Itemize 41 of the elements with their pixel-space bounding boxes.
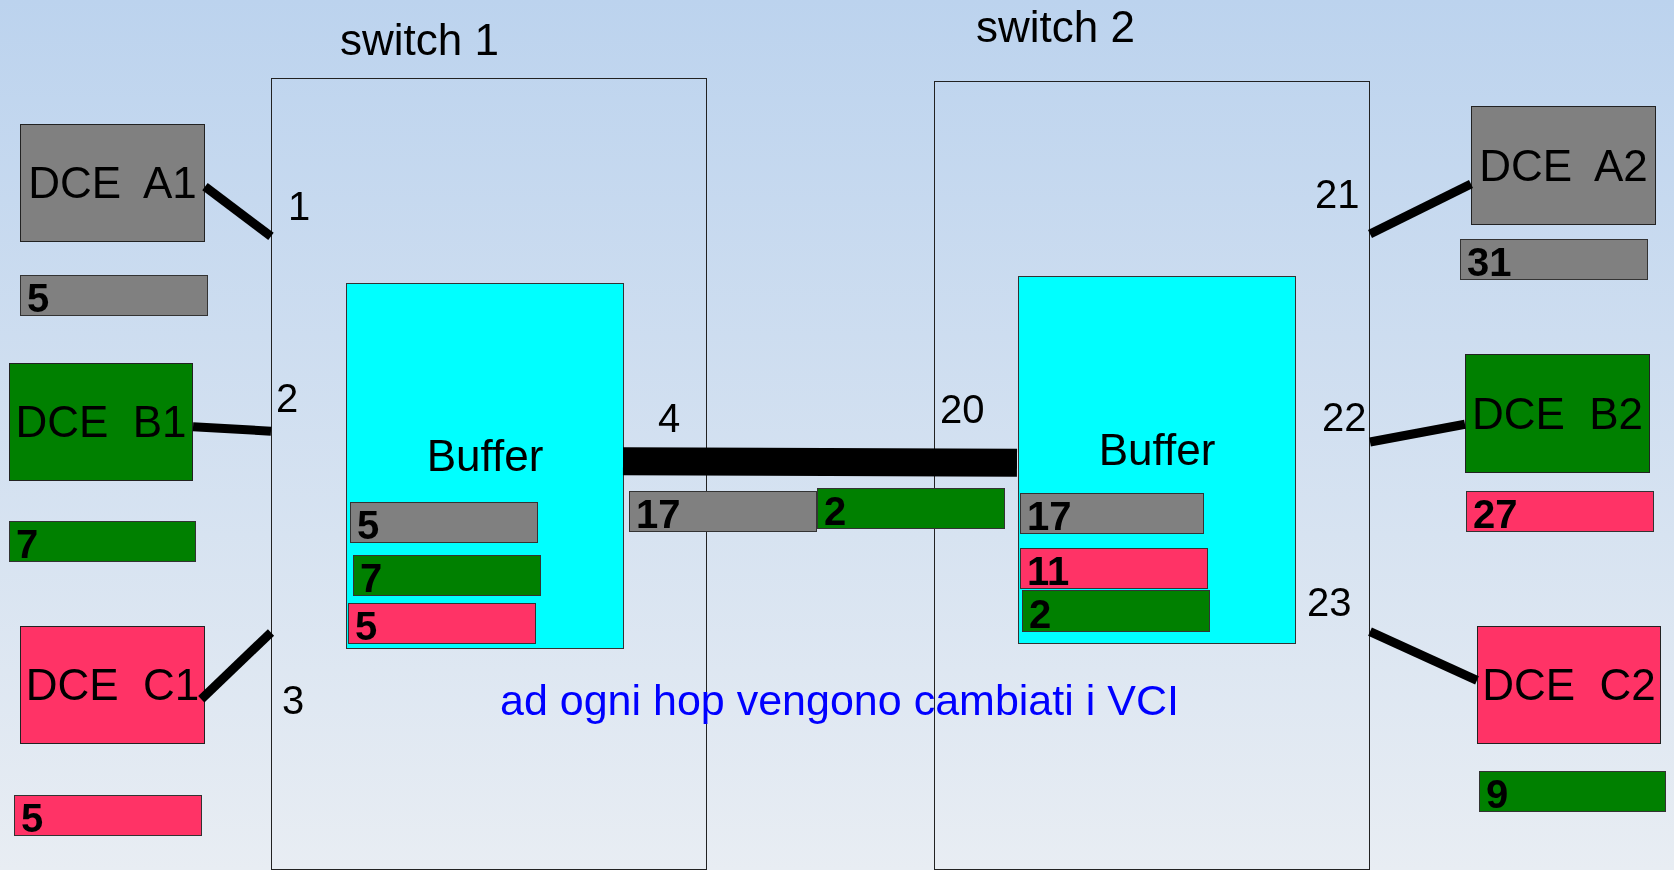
device-box: DCE C1 [20,626,205,744]
vci-bar: 17 [629,491,817,532]
port-number: 4 [658,398,681,438]
port-number: 22 [1322,397,1367,437]
switch-title: switch 1 [340,14,499,66]
link-line [622,447,1018,477]
buffer-label: Buffer [1097,428,1217,472]
link-line [1368,179,1473,239]
link-line [192,422,272,436]
switch-title: switch 2 [976,1,1135,53]
port-number: 2 [276,378,299,418]
port-number: 20 [940,389,985,429]
vci-bar: 9 [1479,771,1666,812]
port-number: 1 [288,186,311,226]
port-number: 23 [1307,582,1352,622]
vci-bar: 2 [817,488,1005,529]
link-line [1369,419,1466,447]
buffer-box [1018,276,1296,644]
port-number: 21 [1315,174,1360,214]
buffer-box [346,283,624,649]
vci-bar: 11 [1020,548,1208,589]
vci-bar: 17 [1020,493,1204,534]
vci-bar: 2 [1022,590,1210,632]
vci-bar: 31 [1460,239,1648,280]
device-box: DCE C2 [1477,626,1661,744]
buffer-label: Buffer [425,434,545,478]
device-box: DCE A2 [1471,106,1656,225]
vci-bar: 7 [353,555,541,596]
link-line [202,182,274,240]
vci-bar: 5 [348,603,536,644]
vci-bar: 5 [14,795,202,836]
link-line [1368,627,1479,685]
vci-bar: 7 [9,521,196,562]
device-box: DCE B1 [9,363,193,481]
port-number: 3 [282,680,305,720]
link-line [198,629,275,703]
vci-bar: 5 [350,502,538,543]
vci-bar: 5 [20,275,208,316]
device-box: DCE A1 [20,124,205,242]
device-box: DCE B2 [1465,354,1650,473]
vci-bar: 27 [1466,491,1654,532]
